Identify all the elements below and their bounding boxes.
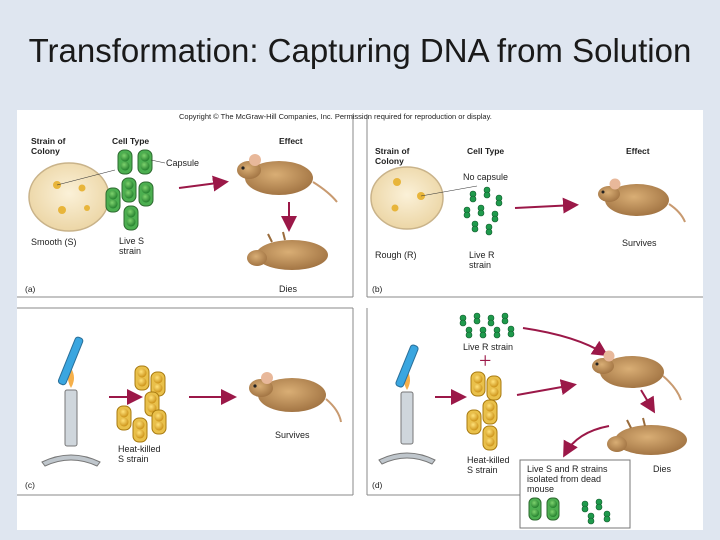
mouse-alive-b [598, 179, 685, 223]
isolated-strains-box: Live S and R strains isolated from dead … [520, 460, 630, 528]
panel-a-colony-label: Smooth (S) [31, 237, 77, 247]
panel-a-cell-label-1: Live S [119, 236, 144, 246]
panel-b-capsule-label: No capsule [463, 172, 508, 182]
panel-b-cell-label-1: Live R [469, 250, 495, 260]
panel-b-header-strain-2: Colony [375, 156, 404, 166]
panel-a-header-strain-1: Strain of [31, 136, 66, 146]
panel-d-box-line-3: mouse [527, 484, 554, 494]
figure-canvas: Strain of Colony Cell Type Effect Smooth… [17, 110, 703, 530]
panel-d-cell-label-1: Heat-killed [467, 455, 510, 465]
mouse-alive-c [249, 372, 341, 422]
petri-dish-smooth [29, 163, 115, 231]
panel-d-box-line-1: Live S and R strains [527, 464, 608, 474]
mouse-alive-d [592, 351, 681, 401]
panel-a-header-effect: Effect [279, 136, 303, 146]
panel-a-header-cell: Cell Type [112, 136, 149, 146]
panel-c-cell-label-2: S strain [118, 454, 149, 464]
panel-a: Strain of Colony Cell Type Effect Smooth… [25, 136, 337, 294]
petri-dish-rough [371, 167, 477, 229]
copyright-notice: Copyright © The McGraw-Hill Companies, I… [179, 112, 492, 121]
arrow-a-1 [179, 182, 225, 188]
panel-c-id: (c) [25, 480, 35, 490]
panel-d-id: (d) [372, 480, 383, 490]
panel-b-colony-label: Rough (R) [375, 250, 417, 260]
mouse-dead-a [247, 232, 328, 270]
arrow-d-4 [641, 390, 653, 410]
mouse-alive-a [237, 154, 337, 202]
panel-b-header-strain-1: Strain of [375, 146, 410, 156]
mouse-dead-d [607, 418, 687, 455]
panel-d: Live R strain + Heat-killed S strain [372, 313, 687, 528]
slide-title: Transformation: Capturing DNA from Solut… [0, 28, 720, 73]
griffith-experiment-figure: Strain of Colony Cell Type Effect Smooth… [17, 110, 703, 530]
panel-b: Strain of Colony Cell Type Effect Rough … [371, 146, 685, 294]
arrow-b [515, 205, 575, 208]
panel-b-cell-label-2: strain [469, 260, 491, 270]
panel-b-header-effect: Effect [626, 146, 650, 156]
arrow-d-2 [523, 328, 605, 354]
panel-d-effect: Dies [653, 464, 672, 474]
panel-a-effect: Dies [279, 284, 298, 294]
panel-d-box-line-2: isolated from dead [527, 474, 601, 484]
panel-a-cell-label-2: strain [119, 246, 141, 256]
panel-a-id: (a) [25, 284, 36, 294]
live-r-cells [464, 187, 502, 235]
panel-b-header-cell: Cell Type [467, 146, 504, 156]
panel-d-cell-label-2: S strain [467, 465, 498, 475]
burner-test-tube-d [379, 344, 435, 464]
panel-c-effect: Survives [275, 430, 310, 440]
live-r-cells-d [460, 313, 514, 338]
panel-b-id: (b) [372, 284, 383, 294]
panel-a-header-strain-2: Colony [31, 146, 60, 156]
panel-b-effect: Survives [622, 238, 657, 248]
panel-c-cell-label-1: Heat-killed [118, 444, 161, 454]
panel-a-capsule-label: Capsule [166, 158, 199, 168]
arrow-d-5 [565, 426, 609, 454]
panel-d-plus: + [479, 348, 491, 373]
heat-killed-cells-d [467, 372, 501, 450]
panel-c: Heat-killed S strain Survives (c) [25, 336, 341, 490]
arrow-d-3 [517, 385, 573, 395]
burner-test-tube-c [42, 336, 100, 466]
heat-killed-cells-c [117, 366, 166, 442]
live-s-cells [106, 150, 153, 230]
